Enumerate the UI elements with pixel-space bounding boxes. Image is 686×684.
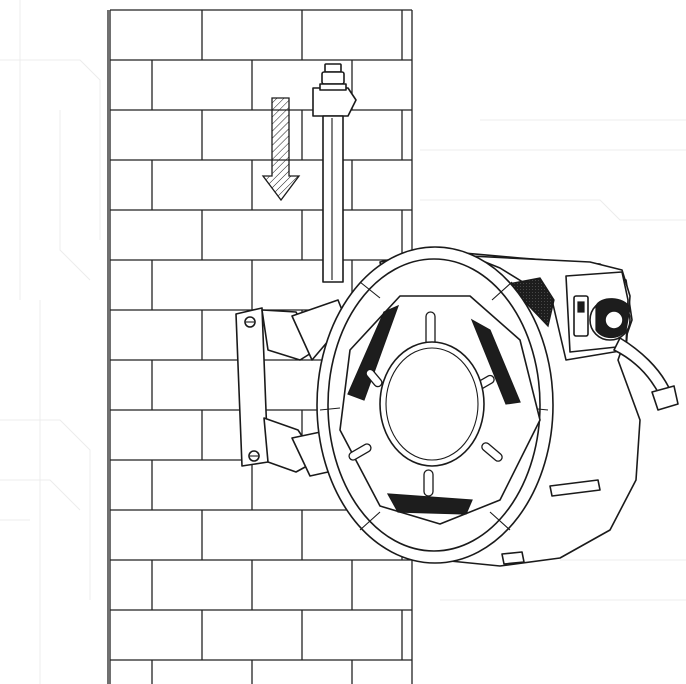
wall-bracket	[235, 299, 347, 477]
hose-reel-drum	[316, 246, 554, 564]
down-arrow-icon	[261, 97, 301, 202]
hose-nozzle	[589, 298, 679, 411]
water-tap	[312, 63, 357, 117]
lower-rod	[501, 479, 601, 565]
inlet-pipe	[322, 115, 344, 283]
